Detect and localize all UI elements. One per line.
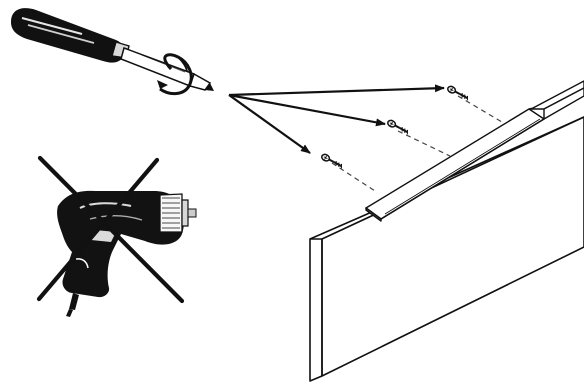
screw-guides xyxy=(331,95,508,192)
screwdriver-icon xyxy=(11,8,214,91)
guide-line-right xyxy=(457,95,508,126)
guide-line-left xyxy=(331,162,376,192)
arrow-middle xyxy=(228,93,386,127)
handle-profile-icon xyxy=(365,80,584,222)
cross-line-right xyxy=(36,157,160,302)
cross-line-left xyxy=(37,155,185,304)
cabinet-panel-icon xyxy=(309,116,584,382)
arrow-left xyxy=(228,94,311,154)
prohibited-cross-icon xyxy=(36,155,185,304)
rotation-arrow-icon xyxy=(157,53,193,95)
power-drill-icon xyxy=(57,190,197,317)
screw-icon xyxy=(321,85,469,169)
arrow-group xyxy=(228,84,445,154)
guide-line-middle xyxy=(397,130,451,157)
arrow-right xyxy=(228,84,445,97)
